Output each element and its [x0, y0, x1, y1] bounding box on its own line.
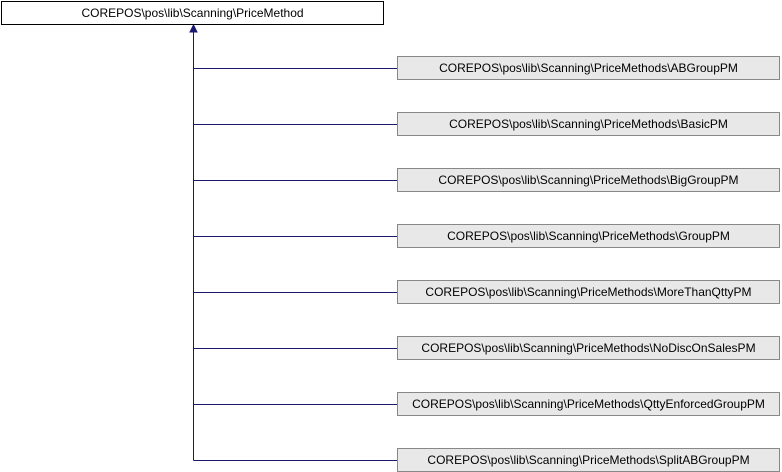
derived-class-node[interactable]: COREPOS\pos\lib\Scanning\PriceMethods\Mo…: [397, 280, 780, 304]
inheritance-arrowhead: [189, 23, 198, 33]
derived-class-node[interactable]: COREPOS\pos\lib\Scanning\PriceMethods\Bi…: [397, 168, 780, 192]
derived-class-node[interactable]: COREPOS\pos\lib\Scanning\PriceMethods\Gr…: [397, 224, 780, 248]
base-class-node[interactable]: COREPOS\pos\lib\Scanning\PriceMethod: [1, 1, 384, 25]
derived-class-node[interactable]: COREPOS\pos\lib\Scanning\PriceMethods\Ba…: [397, 112, 780, 136]
derived-class-node[interactable]: COREPOS\pos\lib\Scanning\PriceMethods\Qt…: [397, 392, 780, 416]
derived-class-node[interactable]: COREPOS\pos\lib\Scanning\PriceMethods\AB…: [397, 56, 780, 80]
derived-class-node[interactable]: COREPOS\pos\lib\Scanning\PriceMethods\No…: [397, 336, 780, 360]
derived-class-node[interactable]: COREPOS\pos\lib\Scanning\PriceMethods\Sp…: [397, 448, 780, 472]
inheritance-branches: [193, 68, 397, 461]
